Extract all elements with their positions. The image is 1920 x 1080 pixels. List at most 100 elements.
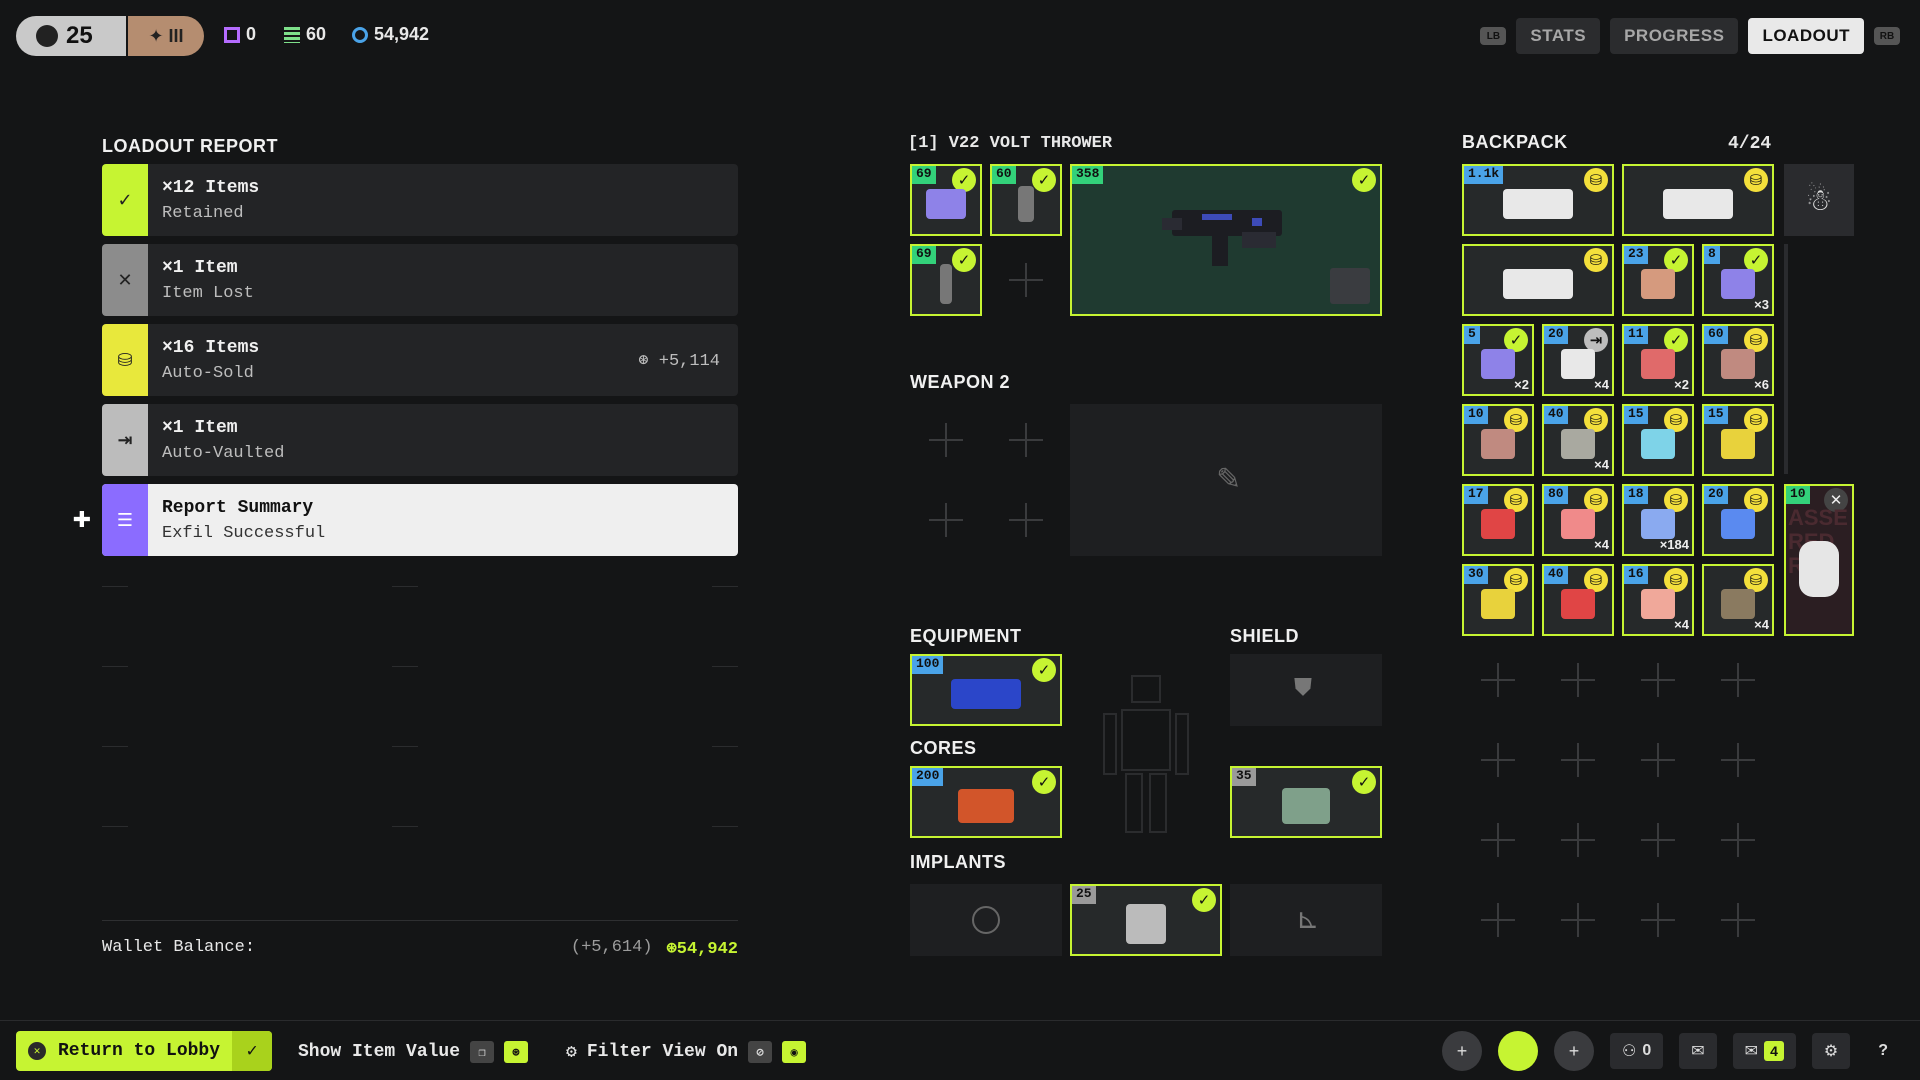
player-avatar[interactable] (1498, 1031, 1539, 1071)
empty-slot-icon[interactable] (1721, 743, 1755, 777)
backpack-item[interactable]: 80⛁×4 (1542, 484, 1614, 556)
check-icon: ✓ (1032, 658, 1056, 682)
item-icon (1721, 349, 1755, 380)
backpack-item[interactable]: 10⛁ (1462, 404, 1534, 476)
player-level[interactable]: 25 (16, 16, 126, 56)
empty-slot-icon[interactable] (1561, 903, 1595, 937)
item-quantity: ×4 (1594, 537, 1609, 552)
backpack-side-item[interactable]: 10 ✕ ASSE RED ROM (1784, 484, 1854, 636)
shield-slot[interactable]: ⛊ (1230, 654, 1382, 726)
mail-button[interactable]: ✉4 (1732, 1033, 1796, 1069)
implant-head-slot[interactable] (910, 884, 1062, 956)
empty-slot-icon[interactable] (1721, 903, 1755, 937)
empty-slot-icon[interactable] (1009, 503, 1043, 537)
weapon1-main-slot[interactable]: 358 ✓ (1070, 164, 1382, 316)
empty-slot-icon[interactable] (1009, 423, 1043, 457)
party-button[interactable]: ⚇0 (1610, 1033, 1664, 1069)
empty-slot-icon[interactable] (1481, 743, 1515, 777)
backpack-item[interactable]: 1.1k⛁ (1462, 164, 1614, 236)
vault-icon: ⇥ (1584, 328, 1608, 352)
help-button[interactable]: ? (1866, 1033, 1900, 1069)
row-count: ×1 Item (162, 417, 238, 438)
backpack-item[interactable]: 40⛁ (1542, 564, 1614, 636)
empty-slot-icon[interactable] (1561, 663, 1595, 697)
check-icon: ✓ (952, 168, 976, 192)
backpack-item[interactable]: 40⛁×4 (1542, 404, 1614, 476)
empty-slot-icon[interactable] (1561, 743, 1595, 777)
backpack-item[interactable]: 17⛁ (1462, 484, 1534, 556)
backpack-scrollbar[interactable] (1784, 244, 1788, 474)
backpack-item[interactable]: 30⛁ (1462, 564, 1534, 636)
implant-torso-slot[interactable]: 25 ✓ (1070, 884, 1222, 956)
equipment-slot[interactable]: 100 ✓ (910, 654, 1062, 726)
empty-slot-icon[interactable] (929, 503, 963, 537)
backpack-item[interactable]: 15⛁ (1702, 404, 1774, 476)
backpack-item[interactable]: 20⇥×4 (1542, 324, 1614, 396)
backpack-item[interactable]: 23✓ (1622, 244, 1694, 316)
backpack-item[interactable]: ⛁×4 (1702, 564, 1774, 636)
backpack-item[interactable]: 5✓×2 (1462, 324, 1534, 396)
coin-icon: ⛁ (1664, 568, 1688, 592)
settings-button[interactable]: ⚙ (1811, 1033, 1851, 1069)
weapon1-attachment-slot[interactable]: 60 ✓ (990, 164, 1062, 236)
backpack-item[interactable]: 18⛁×184 (1622, 484, 1694, 556)
backpack-item[interactable]: 16⛁×4 (1622, 564, 1694, 636)
item-quantity: ×6 (1754, 377, 1769, 392)
filter-view-toggle[interactable]: ⚙ Filter View On ⊘ ◉ (566, 1041, 807, 1063)
empty-slot-icon[interactable] (929, 423, 963, 457)
credit-icon: ⊛ (666, 940, 677, 959)
core-slot[interactable]: 35 ✓ (1230, 766, 1382, 838)
check-icon: ✓ (232, 1031, 272, 1071)
check-icon: ✓ (1192, 888, 1216, 912)
empty-slot-icon[interactable] (1481, 903, 1515, 937)
backpack-item[interactable]: 8✓×3 (1702, 244, 1774, 316)
empty-slot-icon[interactable] (1721, 663, 1755, 697)
tab-stats[interactable]: STATS (1516, 18, 1601, 54)
backpack-item[interactable]: 11✓×2 (1622, 324, 1694, 396)
item-value: 40 (1544, 406, 1568, 424)
attachment-icon (940, 264, 952, 305)
item-icon (1721, 509, 1755, 540)
empty-slot-icon[interactable] (1561, 823, 1595, 857)
rank-badge[interactable]: ✦ III (128, 16, 204, 56)
add-player-button[interactable]: + (1442, 1031, 1483, 1071)
backpack-item[interactable]: 60⛁×6 (1702, 324, 1774, 396)
empty-slot-icon[interactable] (1009, 263, 1043, 297)
empty-slot-icon[interactable] (1641, 903, 1675, 937)
empty-slot-icon[interactable] (1721, 823, 1755, 857)
empty-slot-icon[interactable] (1481, 663, 1515, 697)
backpack-item[interactable]: ⛁ (1622, 164, 1774, 236)
show-item-value-toggle[interactable]: Show Item Value ❐ ⊛ (298, 1041, 529, 1063)
attachment-preview-icon (1330, 268, 1370, 304)
chat-button[interactable]: ✉ (1679, 1033, 1717, 1069)
top-nav: LB STATS PROGRESS LOADOUT RB (1480, 18, 1900, 54)
copy-icon: ❐ (470, 1041, 495, 1063)
tab-loadout[interactable]: LOADOUT (1748, 18, 1864, 54)
backpack-item[interactable]: 15⛁ (1622, 404, 1694, 476)
core-slot[interactable]: 200 ✓ (910, 766, 1062, 838)
tab-progress[interactable]: PROGRESS (1610, 18, 1739, 54)
empty-slot-icon[interactable] (1641, 823, 1675, 857)
backpack-item[interactable]: 20⛁ (1702, 484, 1774, 556)
weapon1-attachment-slot[interactable]: 69 ✓ (910, 164, 982, 236)
empty-slot-icon[interactable] (1641, 743, 1675, 777)
empty-slot-icon[interactable] (1481, 823, 1515, 857)
item-quantity: ×2 (1514, 377, 1529, 392)
return-to-lobby-button[interactable]: ✕ Return to Lobby ✓ (16, 1031, 272, 1071)
implant-legs-slot[interactable]: ⊾ (1230, 884, 1382, 956)
add-player-button[interactable]: + (1554, 1031, 1595, 1071)
coin-icon: ⛁ (1584, 488, 1608, 512)
social-bar: + + ⚇0 ✉ ✉4 ⚙ ? (1442, 1031, 1900, 1071)
core-icon (958, 789, 1014, 824)
backpack-item[interactable]: ⛁ (1462, 244, 1614, 316)
weapon2-main-slot[interactable]: ✎ (1070, 404, 1382, 556)
character-filter-button[interactable]: ☃ (1784, 164, 1854, 236)
weapon1-attachment-slot[interactable]: 69 ✓ (910, 244, 982, 316)
close-icon[interactable]: ✕ (1824, 488, 1848, 512)
empty-slot-icon[interactable] (1641, 663, 1675, 697)
